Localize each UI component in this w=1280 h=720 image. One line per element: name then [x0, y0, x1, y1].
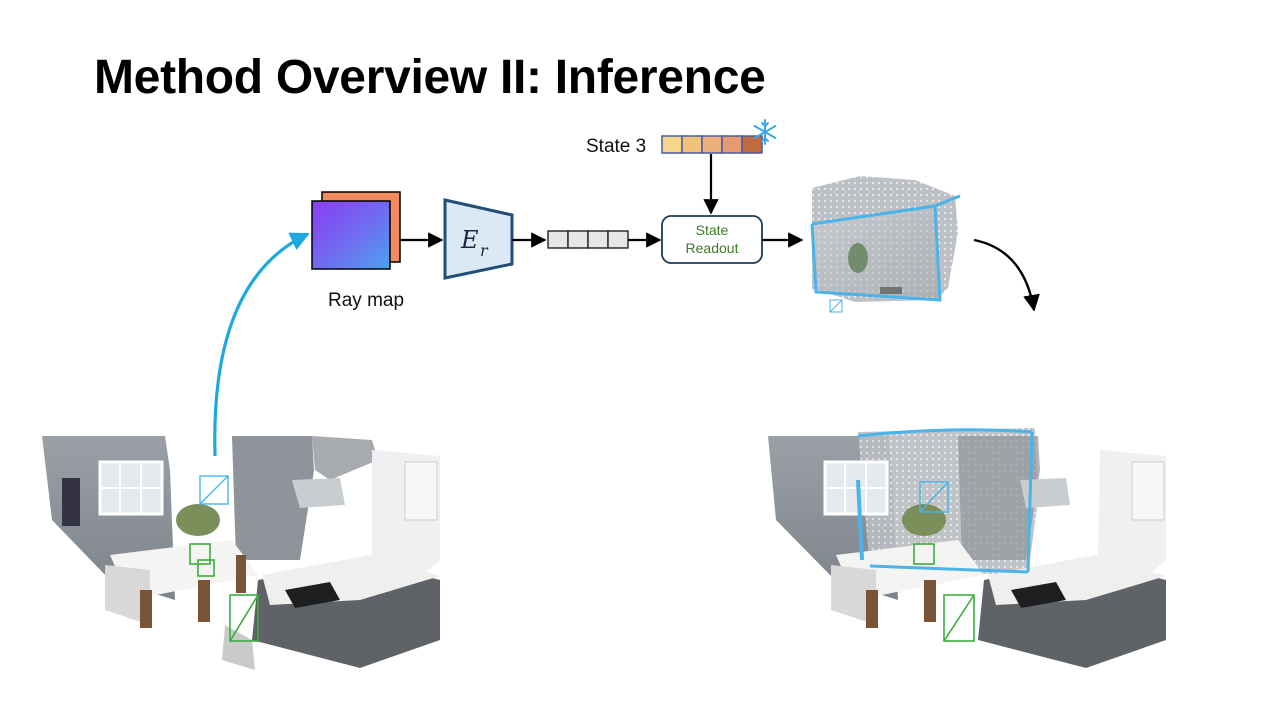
page-title: Method Overview II: Inference	[94, 51, 766, 104]
readout-line1: State	[696, 222, 729, 238]
state-readout-box: State Readout	[661, 215, 763, 264]
snowflake-icon	[753, 119, 777, 145]
predicted-pointcloud-image	[810, 176, 961, 313]
token-vector	[547, 230, 629, 249]
raymap-icon	[311, 191, 401, 270]
encoder-block: E r	[443, 198, 514, 280]
output-scene-image	[768, 428, 1166, 668]
state-vector	[661, 135, 763, 154]
state-label: State 3	[586, 136, 646, 157]
encoder-subscript: r	[480, 241, 489, 260]
input-scene-image	[42, 436, 440, 670]
camera-to-raymap-arrow	[213, 232, 310, 457]
encoder-symbol: E	[460, 226, 479, 254]
output-curve-arrow	[973, 238, 1040, 312]
state-group: State 3	[586, 119, 777, 157]
raymap-label: Ray map	[328, 290, 404, 311]
readout-line2: Readout	[686, 240, 739, 256]
